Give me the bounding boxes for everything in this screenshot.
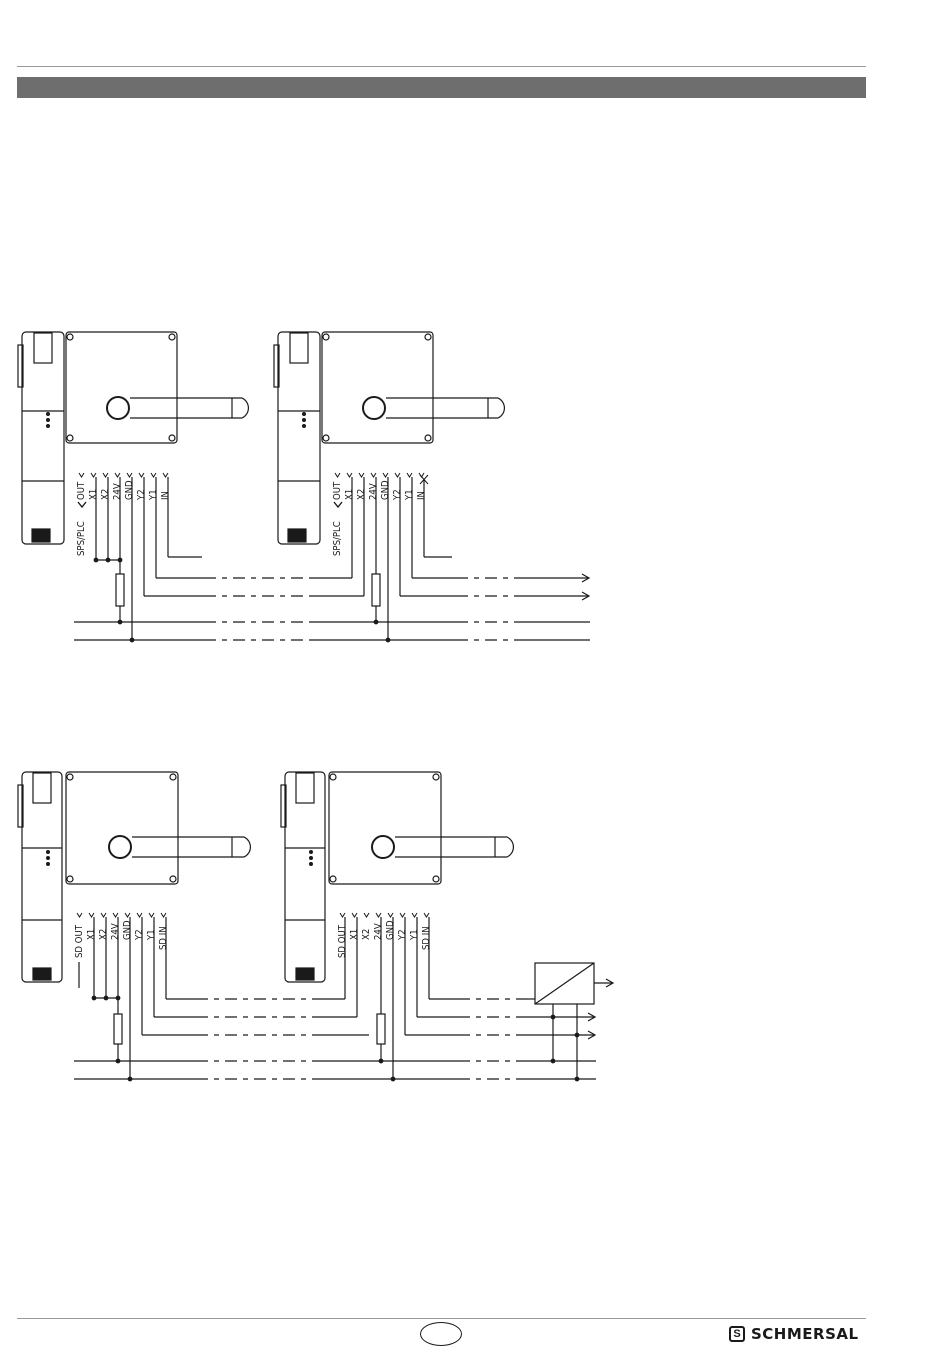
terminal-y1-1: Y1 — [148, 489, 159, 501]
terminal-markers-2 — [77, 913, 429, 917]
safety-switch-device-1 — [18, 332, 64, 544]
actuator-plate-1 — [66, 332, 248, 443]
terminal-y2-4: Y2 — [397, 929, 408, 941]
terminal-markers-1 — [79, 473, 424, 477]
terminal-y1-3: Y1 — [146, 929, 157, 941]
terminal-gnd-4: GND — [385, 920, 396, 940]
page-number-oval — [420, 1322, 462, 1346]
out-arrow-2 — [334, 502, 342, 507]
terminal-24v-3: 24V — [110, 923, 121, 940]
terminal-y2-1: Y2 — [136, 489, 147, 501]
bus-lines-1 — [74, 574, 590, 642]
terminal-y2-3: Y2 — [134, 929, 145, 941]
terminal-x2-1: X2 — [100, 489, 111, 500]
terminal-x2-4: X2 — [361, 929, 372, 940]
terminal-24v-4: 24V — [373, 923, 384, 940]
wiring-diagram-2: SD OUT X1 X2 24V GND Y2 Y1 SD IN SD OUT … — [0, 760, 950, 1090]
bottom-rule — [17, 1318, 866, 1319]
bus-lines-2 — [74, 999, 596, 1081]
actuator-plate-2 — [322, 332, 504, 443]
terminal-gnd-3: GND — [122, 920, 133, 940]
schmersal-logo-text: SCHMERSAL — [751, 1325, 859, 1343]
terminal-y1-4: Y1 — [409, 929, 420, 941]
terminal-x2-2: X2 — [356, 489, 367, 500]
signal-converter-box — [535, 963, 613, 1081]
header-bar — [17, 77, 866, 98]
plc-label-2: SPS/PLC — [332, 521, 343, 556]
terminal-out-2: OUT — [332, 481, 343, 500]
top-rule — [17, 66, 866, 67]
wiring-3 — [79, 917, 166, 1079]
safety-switch-device-4 — [281, 772, 325, 982]
schmersal-logo: S SCHMERSAL — [729, 1325, 859, 1343]
safety-switch-device-2 — [274, 332, 320, 544]
terminal-x2-3: X2 — [98, 929, 109, 940]
terminal-gnd-2: GND — [380, 480, 391, 500]
actuator-plate-4 — [329, 772, 513, 884]
terminal-x1-2: X1 — [344, 489, 355, 500]
safety-switch-device-3 — [18, 772, 62, 982]
terminal-sd-in-4: SD IN — [421, 926, 432, 950]
terminal-x1-4: X1 — [349, 929, 360, 940]
terminal-in-1: IN — [160, 491, 171, 500]
plc-label-1: SPS/PLC — [76, 521, 87, 556]
terminal-sd-out-3: SD OUT — [74, 924, 85, 958]
actuator-plate-3 — [66, 772, 250, 884]
terminal-24v-1: 24V — [112, 483, 123, 500]
terminal-in-2: IN — [416, 491, 427, 500]
wiring-1 — [94, 477, 202, 640]
terminal-x1-1: X1 — [88, 489, 99, 500]
wiring-diagram-1: OUT X1 X2 24V GND Y2 Y1 IN SPS/PLC OUT X… — [0, 320, 950, 660]
terminal-24v-2: 24V — [368, 483, 379, 500]
wiring-4 — [345, 917, 429, 1079]
terminal-gnd-1: GND — [124, 480, 135, 500]
terminal-out-1: OUT — [76, 481, 87, 500]
out-arrow-1 — [78, 502, 86, 507]
terminal-y2-2: Y2 — [392, 489, 403, 501]
terminal-sd-out-4: SD OUT — [337, 924, 348, 958]
terminal-sd-in-3: SD IN — [158, 926, 169, 950]
terminal-y1-2: Y1 — [404, 489, 415, 501]
schmersal-logo-icon: S — [729, 1326, 745, 1342]
terminal-x1-3: X1 — [86, 929, 97, 940]
